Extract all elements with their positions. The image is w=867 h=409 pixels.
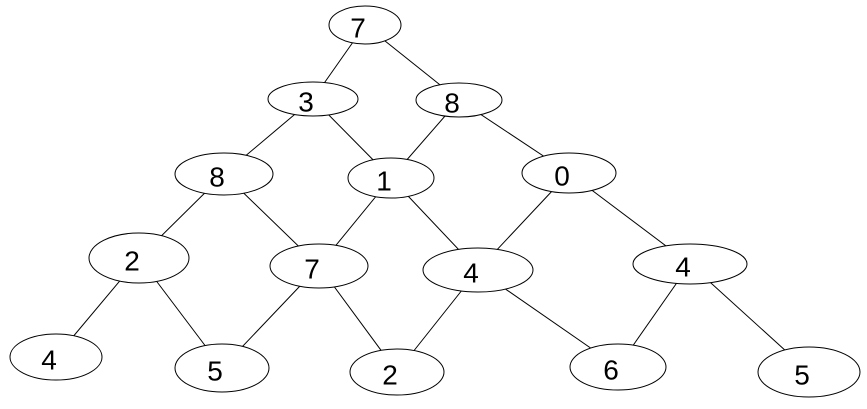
- tree-node-n4-2: 7: [269, 243, 369, 289]
- tree-node-n5-3: 2: [349, 348, 445, 396]
- node-ellipse: [267, 81, 359, 117]
- tree-node-n3-3: 0: [521, 152, 617, 194]
- node-ellipse: [9, 333, 103, 381]
- node-value: 5: [794, 360, 810, 391]
- tree-node-n2-2: 8: [415, 82, 503, 119]
- node-value: 5: [207, 356, 223, 387]
- node-value: 2: [124, 246, 140, 277]
- node-ellipse: [88, 232, 190, 284]
- tree-node-n3-2: 1: [347, 157, 435, 199]
- node-value: 2: [382, 360, 398, 391]
- node-ellipse: [757, 346, 861, 398]
- node-ellipse: [347, 157, 435, 199]
- node-ellipse: [521, 152, 617, 194]
- node-value: 6: [603, 355, 619, 386]
- node-value: 8: [209, 162, 225, 193]
- tree-node-n3-1: 8: [174, 152, 274, 196]
- node-value: 1: [376, 166, 392, 197]
- node-ellipse: [174, 152, 274, 196]
- node-ellipse: [632, 243, 748, 285]
- node-ellipse: [174, 343, 270, 393]
- node-value: 4: [41, 345, 57, 376]
- tree-node-n4-1: 2: [88, 232, 190, 284]
- node-value: 7: [304, 254, 320, 285]
- node-ellipse: [569, 343, 667, 391]
- tree-node-n5-1: 4: [9, 333, 103, 381]
- node-value: 8: [444, 88, 460, 119]
- node-value: 4: [675, 252, 691, 283]
- node-ellipse: [415, 82, 503, 118]
- node-value: 7: [350, 13, 366, 44]
- node-value: 4: [463, 258, 479, 289]
- tree-node-n5-2: 5: [174, 343, 270, 393]
- node-ellipse: [269, 243, 369, 289]
- tree-node-n4-3: 4: [422, 247, 534, 293]
- node-ellipse: [349, 348, 445, 396]
- tree-node-n2-1: 3: [267, 81, 359, 118]
- tree-node-n5-5: 5: [757, 346, 861, 398]
- node-value: 3: [298, 87, 314, 118]
- node-ellipse: [328, 5, 402, 45]
- tree-node-n5-4: 6: [569, 343, 667, 391]
- tree-node-n4-4: 4: [632, 243, 748, 285]
- node-ellipse: [422, 247, 534, 293]
- tree-node-n1-1: 7: [328, 5, 402, 45]
- node-value: 0: [554, 161, 570, 192]
